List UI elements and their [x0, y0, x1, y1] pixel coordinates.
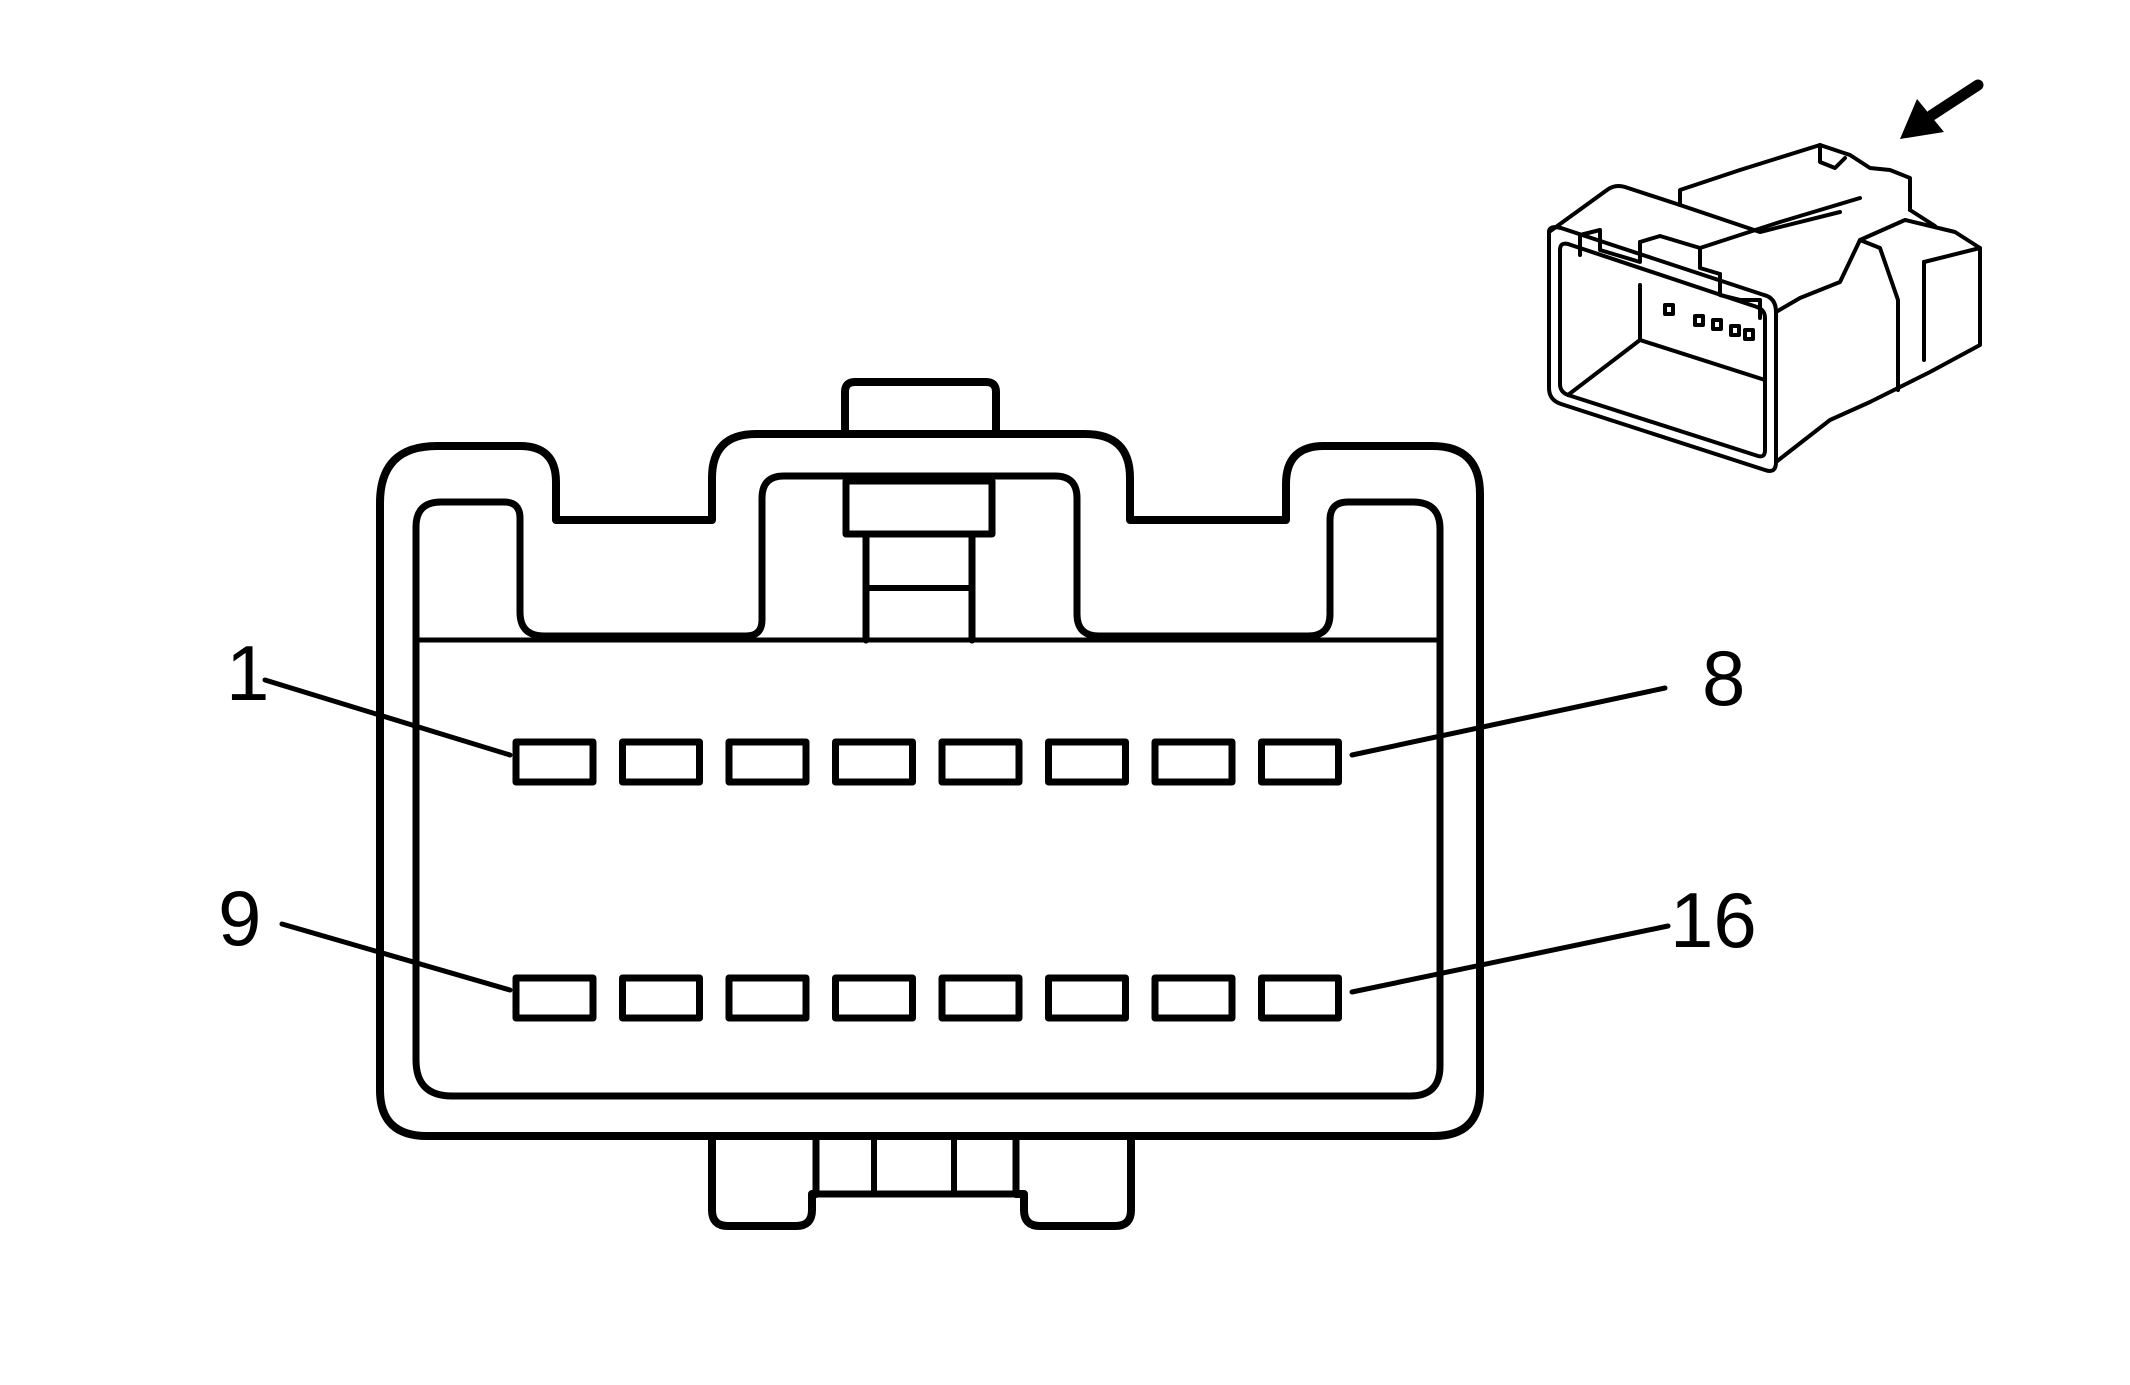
pin-cavity-4: [832, 738, 916, 786]
housing-outer-outline: [376, 430, 1484, 1140]
pin-cavity-8: [1258, 738, 1342, 786]
callout-leader-9: [279, 921, 513, 993]
pin-row-bottom: [512, 974, 1342, 1022]
pin-cavity-1: [512, 738, 597, 786]
callout-leader-16: [1349, 923, 1671, 995]
top-latch-tab: [841, 378, 1000, 438]
pin-cavity-10: [619, 974, 703, 1022]
pin-cavity-5: [938, 738, 1023, 786]
pin-cavity-3: [725, 738, 810, 786]
callout-label-8: 8: [1702, 634, 1745, 722]
pin-cavity-11: [725, 974, 810, 1022]
pin-row-top: [512, 738, 1342, 786]
connector-3d-view-icon: [1547, 143, 1982, 473]
pin-cavity-14: [1045, 974, 1129, 1022]
bottom-center-key: [812, 1132, 1020, 1198]
bottom-tab-left: [708, 1132, 820, 1230]
callout-label-16: 16: [1670, 876, 1757, 964]
callout-leader-8: [1349, 685, 1668, 758]
pin-cavity-6: [1045, 738, 1129, 786]
housing-inner-outline: [412, 472, 1444, 1100]
pin-cavity-13: [938, 974, 1023, 1022]
pin-cavity-9: [512, 974, 597, 1022]
pin-cavity-16: [1258, 974, 1342, 1022]
bottom-tab-right: [1012, 1132, 1135, 1230]
latch-lock-block: [842, 477, 996, 538]
callout-label-1: 1: [226, 629, 269, 717]
pin-cavity-12: [832, 974, 916, 1022]
view-direction-arrow-icon: [1900, 79, 1984, 139]
callout-leader-1: [262, 677, 513, 758]
pin-cavity-2: [619, 738, 703, 786]
callout-label-9: 9: [218, 874, 261, 962]
pin-cavity-15: [1151, 974, 1236, 1022]
pin-cavity-7: [1151, 738, 1236, 786]
connector-face: 1 8 9 16: [218, 378, 1757, 1230]
